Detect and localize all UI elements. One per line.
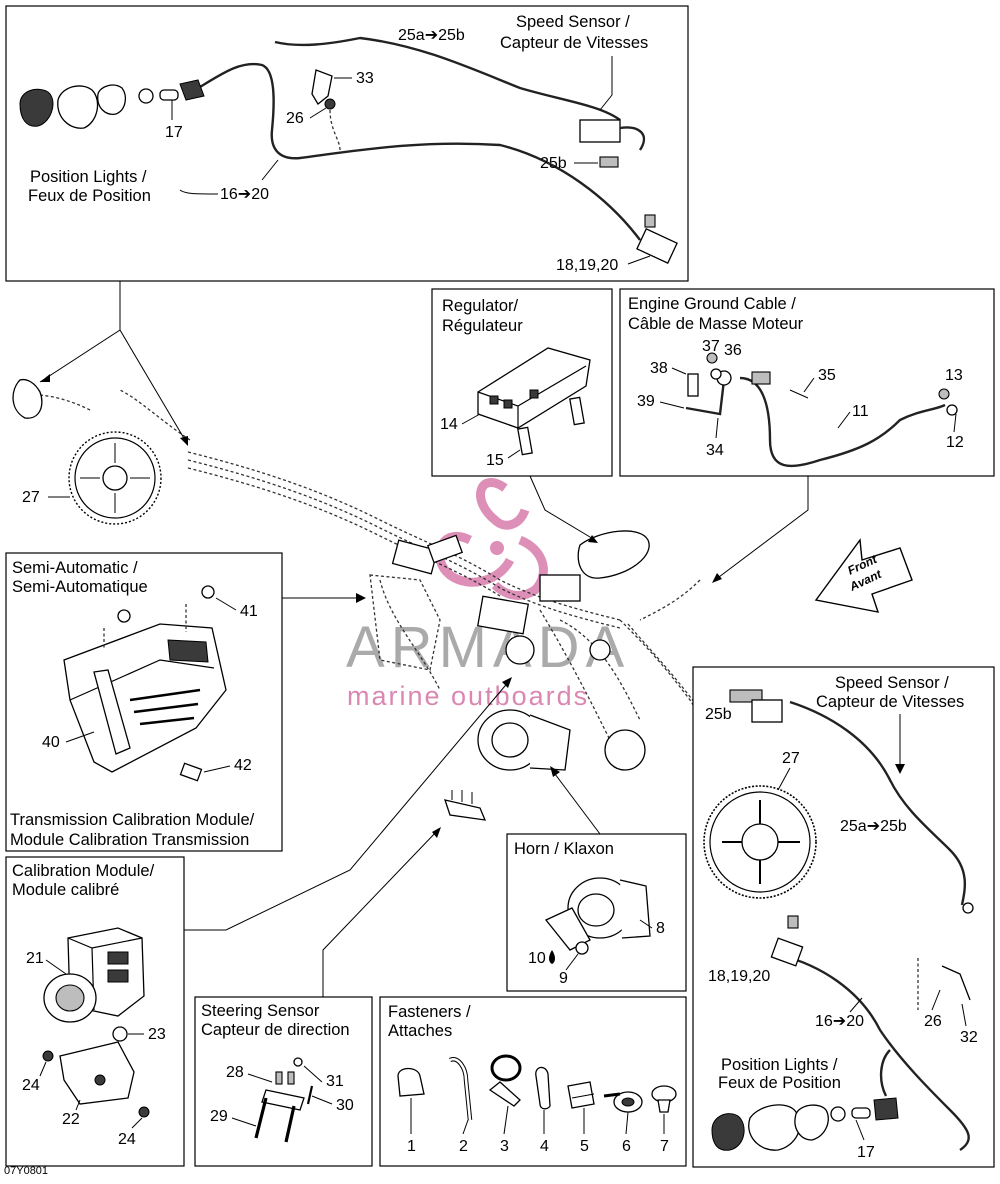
semi-auto-title-fr: Semi-Automatique bbox=[12, 578, 148, 596]
label-8: 8 bbox=[656, 920, 665, 937]
box-semi-automatic: Semi-Automatic / Semi-Automatique 41 40 … bbox=[5, 552, 283, 852]
label-10: 10 bbox=[528, 950, 546, 967]
box-fasteners: Fasteners / Attaches 1 2 3 4 5 6 7 bbox=[379, 996, 687, 1167]
label-11: 11 bbox=[852, 403, 869, 420]
label-35: 35 bbox=[818, 367, 836, 384]
label-24-left: 24 bbox=[22, 1077, 40, 1094]
calibration-title-en: Calibration Module/ bbox=[12, 862, 155, 880]
calibration-title-fr: Module calibré bbox=[12, 881, 119, 899]
fastener-number: 3 bbox=[500, 1138, 509, 1155]
ring-gear-left bbox=[68, 431, 162, 525]
label-27-right: 27 bbox=[782, 750, 800, 767]
semi-auto-title-en: Semi-Automatic / bbox=[12, 559, 138, 577]
position-light-lens-left bbox=[12, 378, 43, 419]
label-16-20-right: 16➔20 bbox=[815, 1013, 864, 1030]
tcm-caption-en: Transmission Calibration Module/ bbox=[10, 811, 255, 829]
label-31: 31 bbox=[326, 1073, 344, 1090]
label-22: 22 bbox=[62, 1111, 80, 1128]
watermark-tagline: marine outboards bbox=[347, 681, 589, 711]
box-regulator: Regulator/ Régulateur 14 15 bbox=[431, 288, 613, 477]
engine-ground-title-en: Engine Ground Cable / bbox=[628, 295, 796, 313]
front-direction-arrow: Front Avant bbox=[814, 538, 913, 613]
label-26-top: 26 bbox=[286, 110, 304, 127]
fastener-number: 1 bbox=[407, 1138, 416, 1155]
fastener-number: 5 bbox=[580, 1138, 589, 1155]
box-calibration-module: Calibration Module/ Module calibré 21 23… bbox=[5, 856, 185, 1167]
label-28: 28 bbox=[226, 1064, 244, 1081]
diagram-code: 07Y0801 bbox=[4, 1165, 48, 1177]
label-34: 34 bbox=[706, 442, 724, 459]
label-39: 39 bbox=[637, 393, 655, 410]
label-24-right: 24 bbox=[118, 1131, 136, 1148]
fastener-number: 4 bbox=[540, 1138, 549, 1155]
label-42: 42 bbox=[234, 757, 252, 774]
label-18-19-20-right: 18,19,20 bbox=[708, 968, 770, 985]
box-speed-sensor-top: Speed Sensor / Capteur de Vitesses 25a➔2… bbox=[5, 5, 689, 282]
horn-title: Horn / Klaxon bbox=[514, 840, 614, 858]
tcm-caption-fr: Module Calibration Transmission bbox=[10, 831, 249, 849]
label-15: 15 bbox=[486, 452, 504, 469]
speed-sensor-top-title-fr: Capteur de Vitesses bbox=[500, 34, 648, 52]
label-21: 21 bbox=[26, 950, 44, 967]
box-speed-sensor-right: Speed Sensor / Capteur de Vitesses 25b 2… bbox=[692, 666, 995, 1168]
label-26-right: 26 bbox=[924, 1013, 942, 1030]
position-lights-top-title-en: Position Lights / bbox=[30, 168, 147, 186]
position-lights-right-title-en: Position Lights / bbox=[721, 1056, 838, 1074]
steering-sensor-in-harness bbox=[444, 790, 487, 821]
label-16-20-top: 16➔20 bbox=[220, 186, 269, 203]
label-17-right: 17 bbox=[857, 1144, 875, 1161]
label-12: 12 bbox=[946, 434, 964, 451]
fastener-number-list: 1 2 3 4 5 6 7 bbox=[407, 1138, 669, 1155]
horn-in-harness bbox=[477, 709, 571, 771]
label-25a-25b-right: 25a➔25b bbox=[840, 818, 907, 835]
label-33: 33 bbox=[356, 70, 374, 87]
label-25b-right: 25b bbox=[705, 706, 732, 723]
label-25a-25b-top: 25a➔25b bbox=[398, 27, 465, 44]
box-horn: Horn / Klaxon 8 10 9 bbox=[506, 833, 687, 992]
steering-title-en: Steering Sensor bbox=[201, 1002, 320, 1020]
label-29: 29 bbox=[210, 1108, 228, 1125]
label-37: 37 bbox=[702, 338, 720, 355]
label-9: 9 bbox=[559, 970, 568, 987]
position-lights-right-title-fr: Feux de Position bbox=[718, 1074, 841, 1092]
label-27-left: 27 bbox=[22, 489, 40, 506]
label-17-top: 17 bbox=[165, 124, 183, 141]
position-lights-top-title-fr: Feux de Position bbox=[28, 187, 151, 205]
label-18-19-20-top: 18,19,20 bbox=[556, 257, 618, 274]
fasteners-title-fr: Attaches bbox=[388, 1022, 452, 1040]
box-steering-sensor: Steering Sensor Capteur de direction 28 … bbox=[194, 996, 373, 1167]
fasteners-title-en: Fasteners / bbox=[388, 1003, 471, 1021]
label-38: 38 bbox=[650, 360, 668, 377]
engine-ground-title-fr: Câble de Masse Moteur bbox=[628, 315, 804, 333]
regulator-title-fr: Régulateur bbox=[442, 317, 523, 335]
speed-sensor-right-title-en: Speed Sensor / bbox=[835, 674, 949, 692]
regulator-title-en: Regulator/ bbox=[442, 297, 519, 315]
label-40: 40 bbox=[42, 734, 60, 751]
speed-sensor-top-title-en: Speed Sensor / bbox=[516, 13, 630, 31]
label-41: 41 bbox=[240, 603, 258, 620]
label-14: 14 bbox=[440, 416, 458, 433]
speed-sensor-right-title-fr: Capteur de Vitesses bbox=[816, 693, 964, 711]
label-30: 30 bbox=[336, 1097, 354, 1114]
fastener-number: 6 bbox=[622, 1138, 631, 1155]
label-23: 23 bbox=[148, 1026, 166, 1043]
fastener-number: 7 bbox=[660, 1138, 669, 1155]
fastener-number: 2 bbox=[459, 1138, 468, 1155]
label-25b-top: 25b bbox=[540, 155, 567, 172]
label-13: 13 bbox=[945, 367, 963, 384]
steering-title-fr: Capteur de direction bbox=[201, 1021, 350, 1039]
label-32: 32 bbox=[960, 1029, 978, 1046]
label-36: 36 bbox=[724, 342, 742, 359]
box-engine-ground: Engine Ground Cable / Câble de Masse Mot… bbox=[619, 288, 995, 477]
